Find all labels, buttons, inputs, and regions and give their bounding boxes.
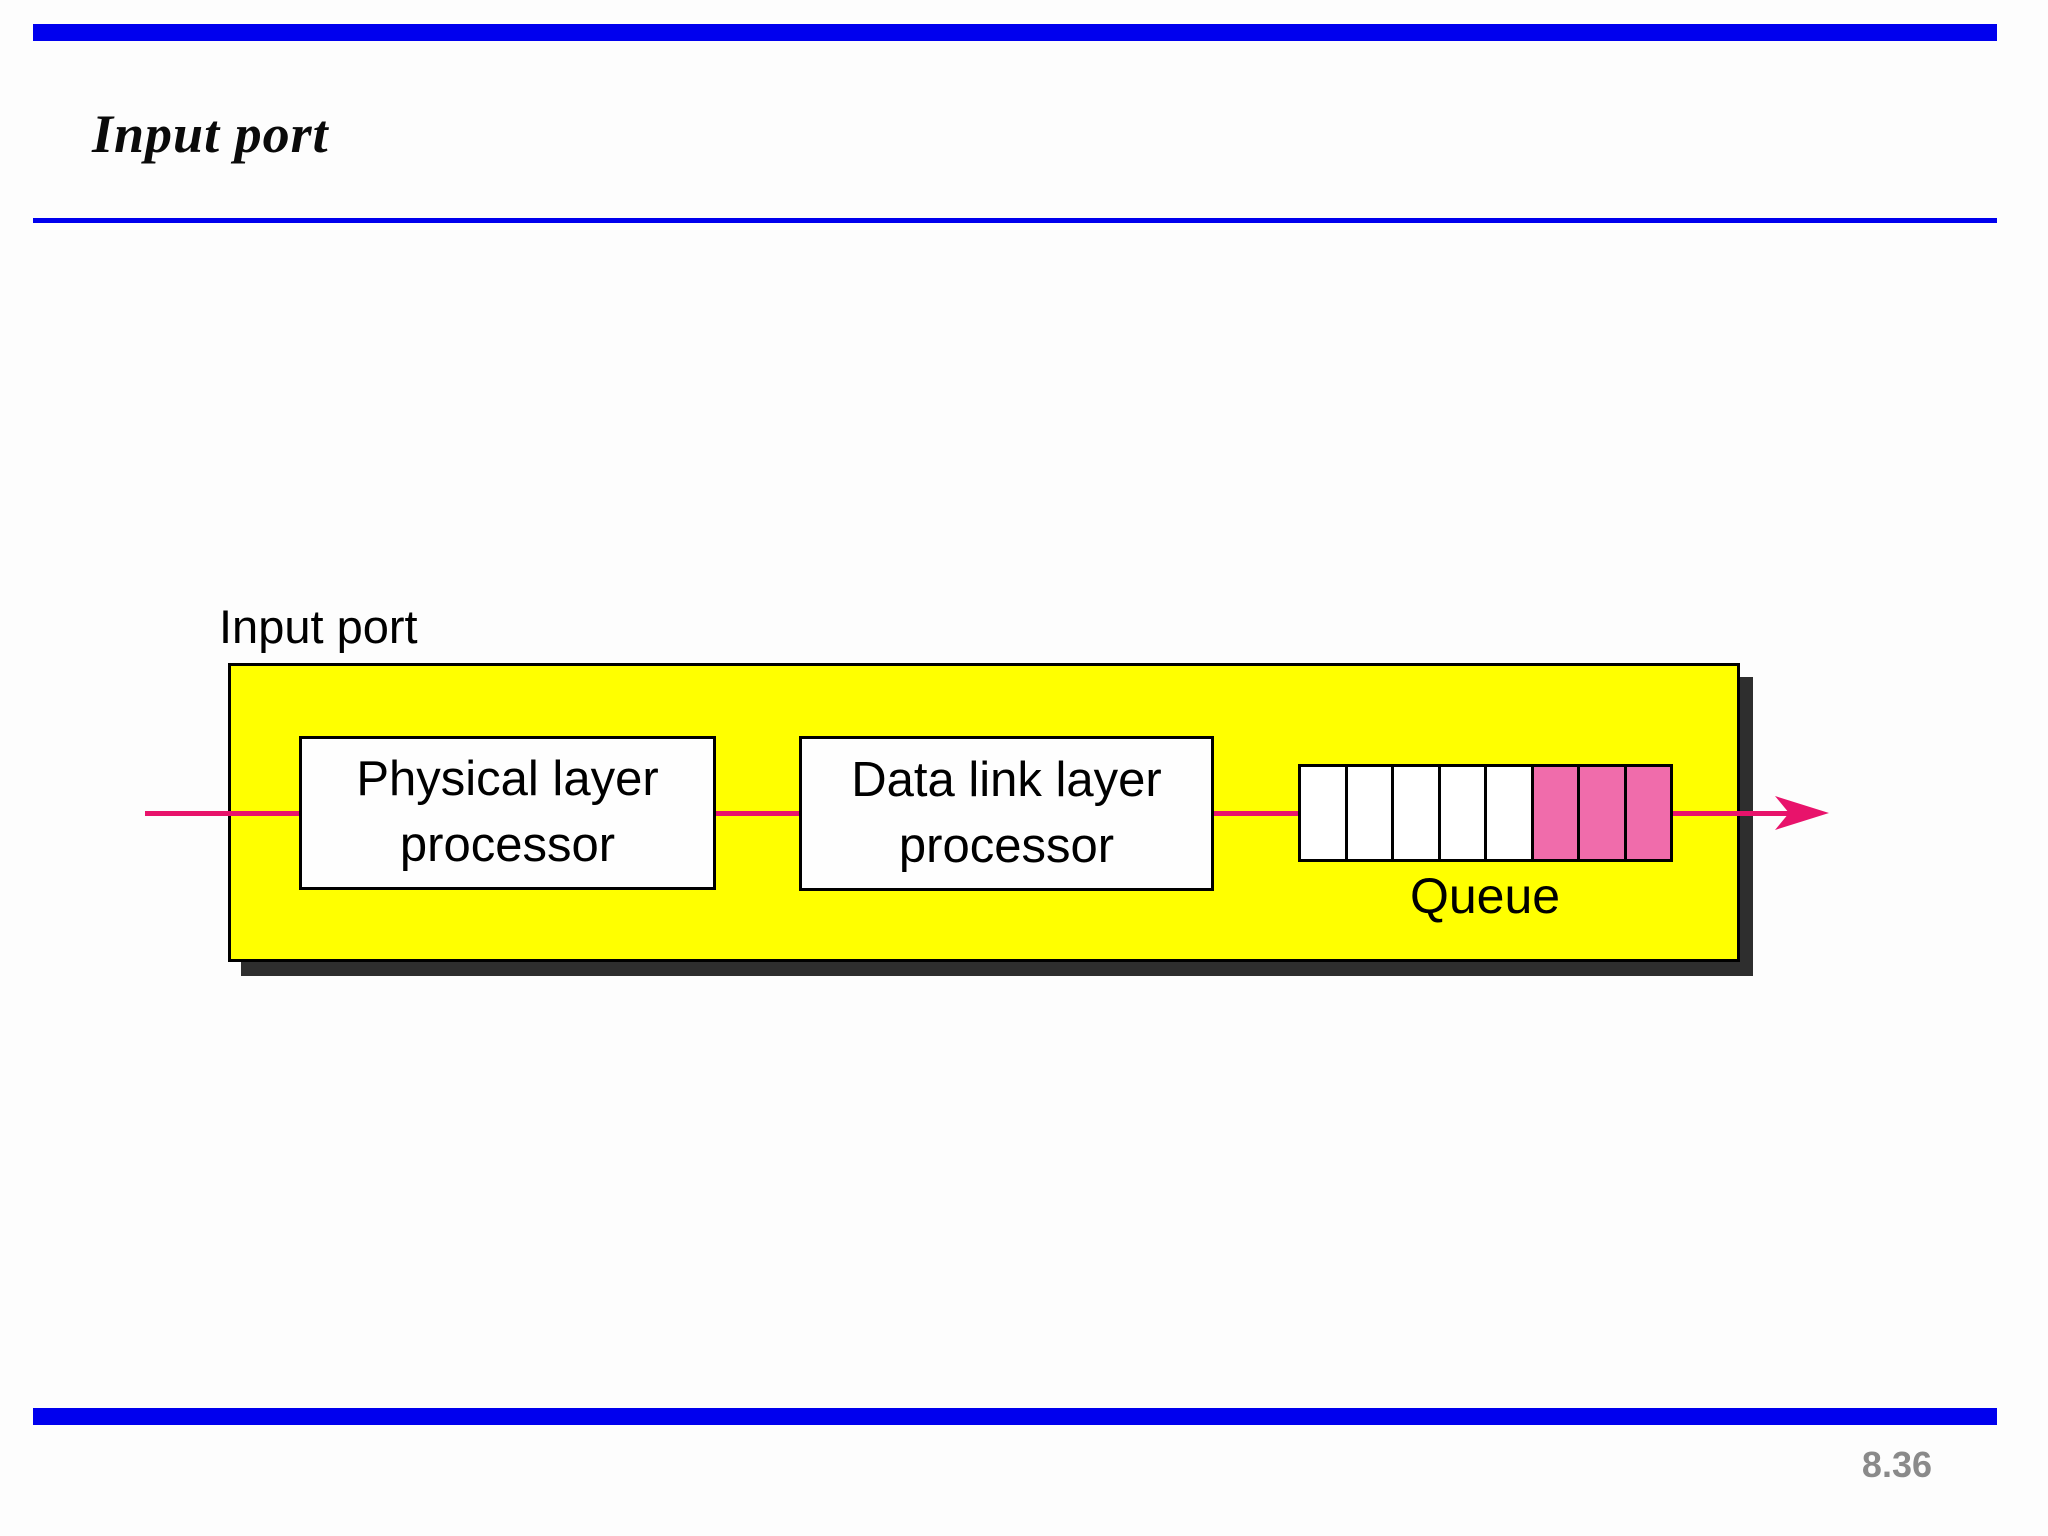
physical-layer-processor-label-line2: processor [399, 818, 616, 872]
bottom-accent-bar [33, 1408, 1997, 1425]
title-underline-rule [33, 218, 1997, 223]
queue-cell-empty [1484, 767, 1531, 859]
physical-layer-processor-box: Physical layer processor [299, 736, 716, 890]
data-link-layer-processor-box: Data link layer processor [799, 736, 1214, 891]
data-link-layer-processor-label-line1: Data link layer [851, 752, 1162, 807]
diagram-caption-input-port: Input port [219, 600, 418, 653]
right-arrow-icon [1775, 796, 1829, 830]
queue-cell-filled [1623, 767, 1670, 859]
queue-cell-empty [1391, 767, 1438, 859]
queue-cells [1298, 764, 1673, 862]
queue-cell-filled [1530, 767, 1577, 859]
data-link-layer-processor-label-line2: processor [898, 818, 1115, 873]
physical-layer-processor-label-line1: Physical layer [356, 752, 659, 807]
page-number: 8.36 [1861, 1444, 1932, 1485]
queue-cell-filled [1577, 767, 1624, 859]
slide-title: Input port [92, 104, 329, 164]
queue-cell-empty [1301, 767, 1345, 859]
queue-label: Queue [1409, 868, 1561, 924]
queue-cell-empty [1344, 767, 1391, 859]
queue-cell-empty [1437, 767, 1484, 859]
top-accent-bar [33, 24, 1997, 41]
